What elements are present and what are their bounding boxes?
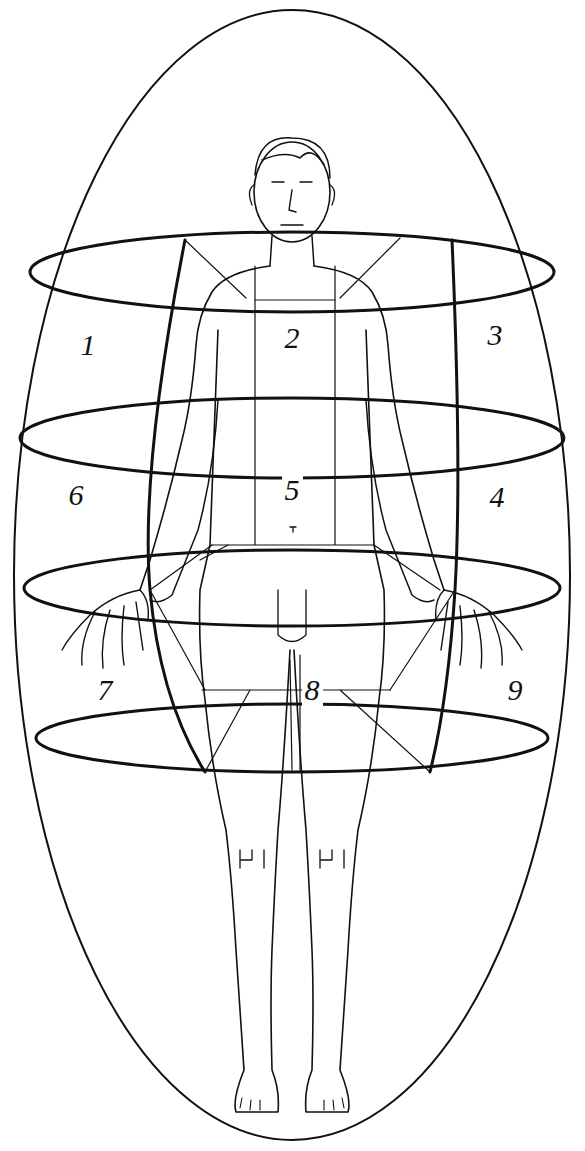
callout-number: 4 — [487, 481, 508, 513]
callout-number: 3 — [485, 319, 506, 351]
callout-number: 6 — [66, 479, 87, 511]
callout-number: 2 — [282, 322, 303, 354]
callout-number: 1 — [78, 329, 99, 361]
callout-number: 9 — [505, 674, 526, 706]
callout-number: 5 — [282, 474, 303, 506]
callout-number: 8 — [302, 674, 323, 706]
callout-number: 7 — [95, 674, 116, 706]
